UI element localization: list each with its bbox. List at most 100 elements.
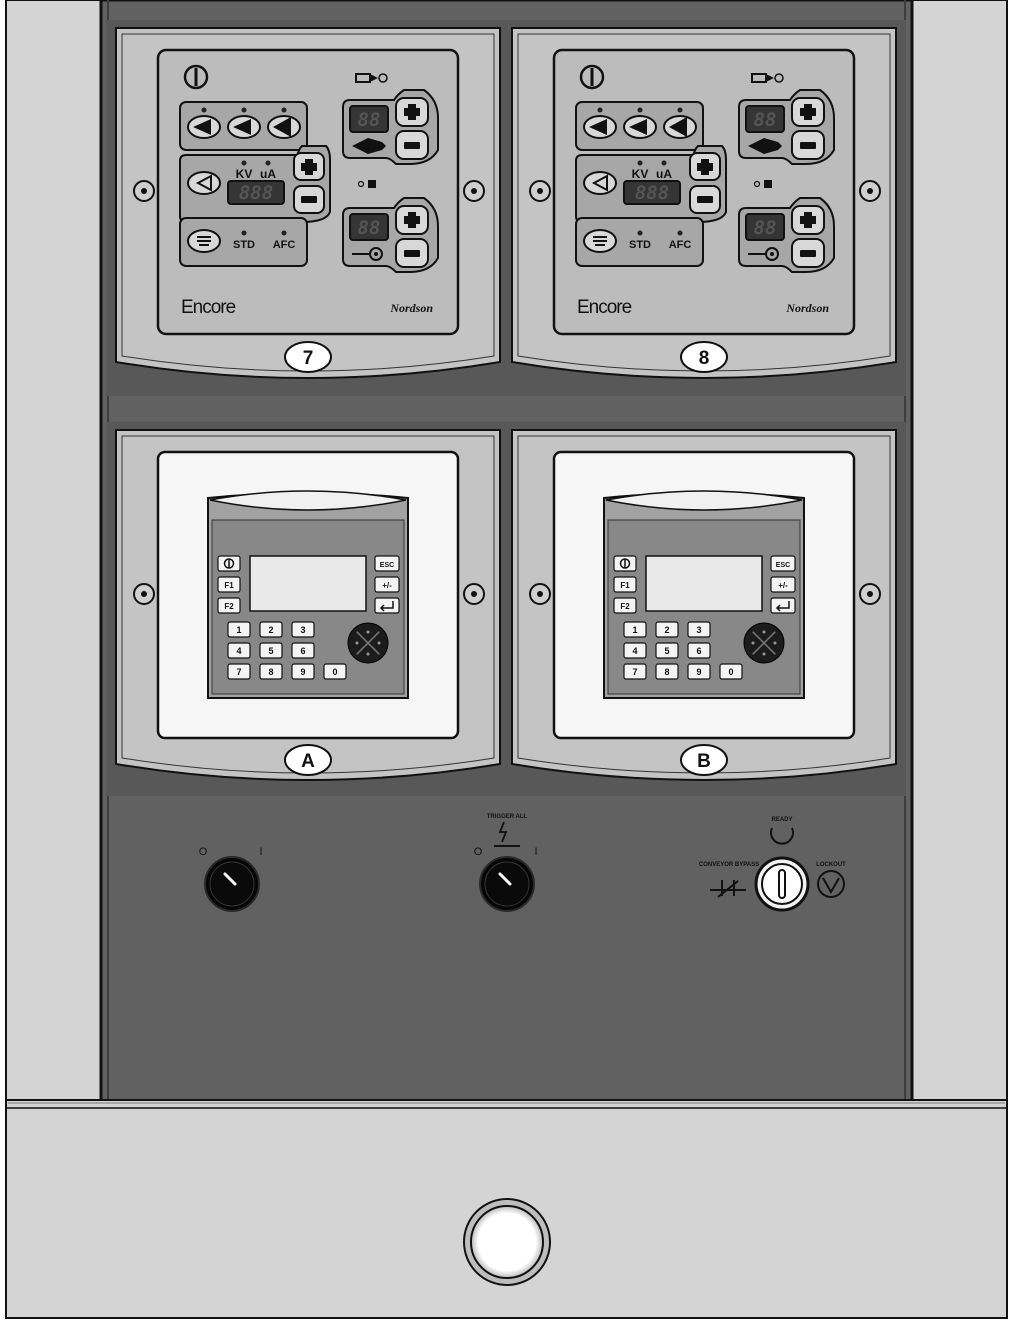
kv-display [227,180,285,205]
hmi-sign-key[interactable]: +/- [374,576,400,593]
led [241,107,247,113]
hmi-f2-key[interactable]: F2 [613,597,637,614]
kv-display [623,180,681,205]
flow-plus-button[interactable] [395,97,429,127]
kv-minus-button[interactable] [689,185,721,214]
numpad-key[interactable]: 8 [259,663,283,680]
numpad-key[interactable]: 8 [655,663,679,680]
flow-minus-button[interactable] [791,130,825,160]
lockout-icon [817,870,845,898]
power-icon[interactable] [579,64,605,90]
hmi-letter: B [697,751,711,772]
key-label: F2 [224,602,234,611]
numpad-key[interactable]: 3 [687,621,711,638]
pattern-2-button[interactable] [623,115,657,139]
key-switch-group: READY CONVEYOR BYPASS LOCKOUT [699,817,846,912]
flow-minus-button[interactable] [395,130,429,160]
minus-icon [697,196,713,203]
numpad-key[interactable]: 4 [227,642,251,659]
hmi-numpad: 1 2 3 4 5 6 7 8 9 0 [623,621,743,680]
status-led [357,180,365,188]
spray-icon [193,119,211,135]
plus-icon [800,212,816,228]
numpad-key[interactable]: 9 [687,663,711,680]
numpad-key[interactable]: 0 [719,663,743,680]
arrow-down-icon [366,652,370,656]
hmi-power-key[interactable] [217,555,241,572]
trigger-all-label: TRIGGER ALL [487,814,528,820]
pattern-2-button[interactable] [227,115,261,139]
atomizing-display [745,213,785,241]
pattern-3-button[interactable] [267,115,301,139]
numpad-key[interactable]: 9 [291,663,315,680]
numpad-key[interactable]: 2 [259,621,283,638]
key-label: 1 [632,625,637,635]
numpad-key[interactable]: 5 [655,642,679,659]
kv-mode-button[interactable] [583,171,617,195]
pattern-1-button[interactable] [583,115,617,139]
key-switch[interactable] [754,856,810,912]
hmi-direction-pad[interactable] [741,620,786,665]
hmi-screen[interactable] [249,555,367,612]
numpad-key[interactable]: 6 [291,642,315,659]
pattern-1-button[interactable] [187,115,221,139]
main-power-knob[interactable] [204,856,260,912]
numpad-key[interactable]: 1 [623,621,647,638]
numpad-key[interactable]: 0 [323,663,347,680]
hmi-screen[interactable] [645,555,763,612]
numpad-key[interactable]: 7 [227,663,251,680]
screw-center [867,188,873,194]
led [597,107,603,113]
kv-mode-button[interactable] [187,171,221,195]
numpad-key[interactable]: 2 [655,621,679,638]
key-label: F1 [620,581,630,590]
spray-icon [233,119,251,135]
hmi-esc-key[interactable]: ESC [374,555,400,572]
kv-plus-button[interactable] [293,152,325,181]
key-label: 5 [664,646,669,656]
atomizing-plus-button[interactable] [791,205,825,235]
hmi-direction-pad[interactable] [345,620,390,665]
numpad-key[interactable]: 1 [227,621,251,638]
off-symbol: O [199,846,208,858]
numpad-key[interactable]: 5 [259,642,283,659]
numpad-key[interactable]: 4 [623,642,647,659]
on-symbol: I [259,846,262,858]
main-power-switch: O I [199,846,263,912]
hmi-sign-key[interactable]: +/- [770,576,796,593]
hmi-esc-key[interactable]: ESC [770,555,796,572]
key-label: 2 [268,625,273,635]
hmi-f1-key[interactable]: F1 [613,576,637,593]
std-afc-toggle-button[interactable] [583,229,617,253]
flow-plus-button[interactable] [791,97,825,127]
numpad-key[interactable]: 7 [623,663,647,680]
status-led [753,180,761,188]
std-afc-toggle-button[interactable] [187,229,221,253]
gun-controller-8: KV uA 888 STD AFC 88 [511,27,897,379]
conveyor-bypass-label: CONVEYOR BYPASS [699,862,759,868]
hmi-power-key[interactable] [613,555,637,572]
hmi-f1-key[interactable]: F1 [217,576,241,593]
pattern-3-button[interactable] [663,115,697,139]
numpad-key[interactable]: 6 [687,642,711,659]
atomizing-minus-button[interactable] [791,238,825,268]
trigger-all-knob[interactable] [479,856,535,912]
key-label: 4 [236,646,241,656]
kv-plus-button[interactable] [689,152,721,181]
power-icon[interactable] [183,64,209,90]
flow-display-digits: 88 [754,109,777,131]
key-label: +/- [382,581,392,590]
atomizing-minus-button[interactable] [395,238,429,268]
gun-icon [751,73,784,83]
hmi-enter-key[interactable] [374,597,400,614]
numpad-key[interactable]: 3 [291,621,315,638]
hmi-f2-key[interactable]: F2 [217,597,241,614]
flow-display-digits: 88 [358,109,381,131]
led [241,160,247,166]
kv-minus-button[interactable] [293,185,325,214]
hmi-enter-key[interactable] [770,597,796,614]
atomizing-plus-button[interactable] [395,205,429,235]
key-label: F2 [620,602,630,611]
std-label: STD [629,239,651,251]
